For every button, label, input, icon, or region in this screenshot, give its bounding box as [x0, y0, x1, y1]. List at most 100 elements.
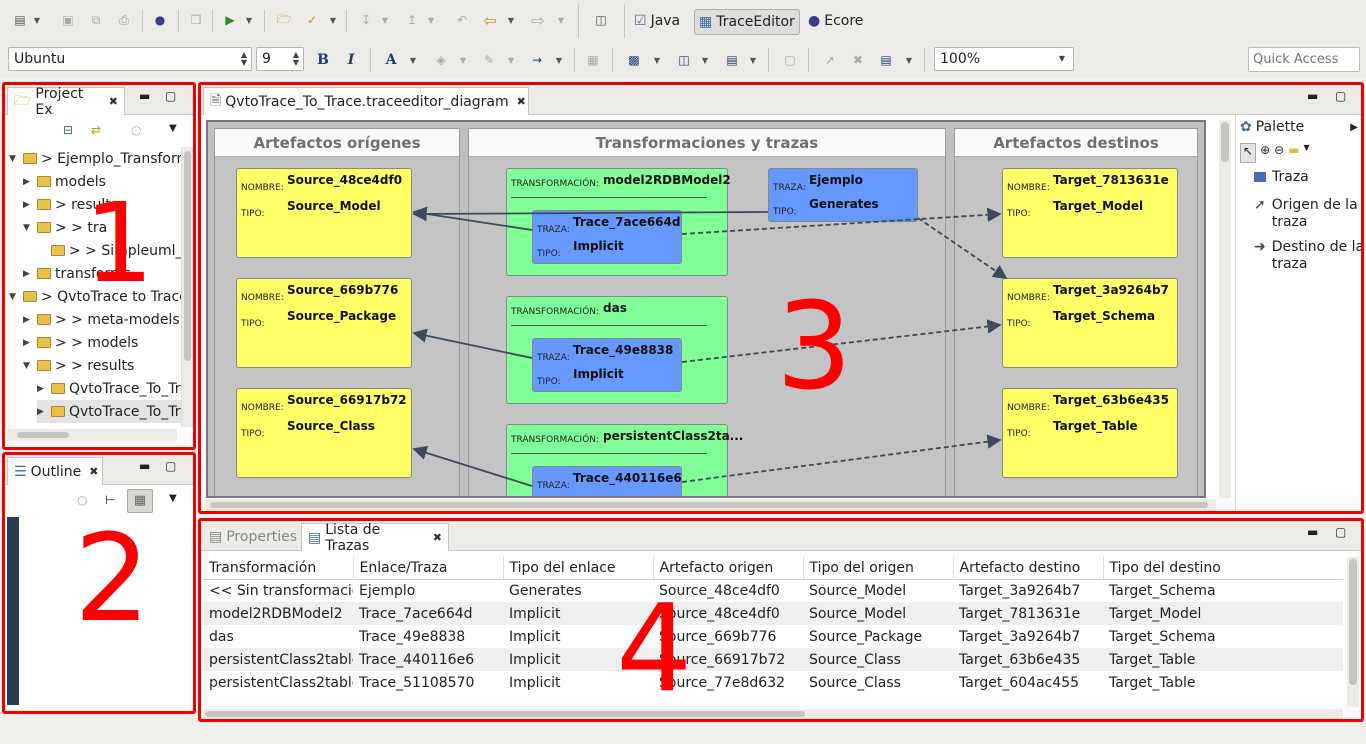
- source-node[interactable]: NOMBRE: Source_66917b72 TIPO: Source_Cla…: [236, 388, 412, 478]
- font-color-button[interactable]: A: [385, 52, 397, 68]
- link-icon[interactable]: ➚: [824, 53, 836, 67]
- filter-icon[interactable]: ○: [131, 123, 142, 137]
- palette-tool-destino[interactable]: ➜ Destino de la traza: [1254, 239, 1365, 272]
- outline-tree-icon[interactable]: ⊢: [105, 493, 116, 507]
- next-annotation-dropdown-icon[interactable]: ▼: [381, 15, 389, 25]
- next-annotation-icon[interactable]: ↧: [360, 13, 372, 27]
- chevron-down-icon[interactable]: ▼: [23, 222, 30, 233]
- tree-item[interactable]: ▶QvtoTrace_To_Tra: [37, 377, 181, 400]
- diagram-canvas[interactable]: Artefactos orígenes Transformaciones y t…: [206, 120, 1206, 498]
- close-icon[interactable]: ✖: [108, 95, 118, 108]
- line-color-dropdown-icon[interactable]: ▼: [507, 55, 515, 65]
- tree-item[interactable]: ▶> > meta-models: [23, 308, 180, 331]
- bold-button[interactable]: B: [317, 52, 329, 68]
- run-icon[interactable]: ▶: [225, 13, 235, 27]
- layout-icon[interactable]: ▤: [880, 53, 892, 67]
- outline-thumbnail[interactable]: [7, 517, 19, 705]
- chevron-down-icon[interactable]: ▼: [9, 153, 16, 164]
- tree-item[interactable]: ▶> > models: [23, 331, 138, 354]
- auto-size-icon[interactable]: ▦: [587, 53, 599, 67]
- delete-link-icon[interactable]: ✖: [852, 53, 864, 67]
- fill-color-icon[interactable]: ◈: [436, 53, 446, 67]
- tree-item[interactable]: ▼> > tra: [23, 216, 107, 239]
- source-node[interactable]: [236, 496, 412, 498]
- font-size-select[interactable]: 9 ▲▼: [256, 47, 304, 71]
- group-icon[interactable]: ▢: [784, 53, 796, 67]
- table-hscrollbar[interactable]: [203, 709, 1343, 719]
- column-header[interactable]: Tipo del destino: [1103, 557, 1343, 580]
- trace-node[interactable]: TRAZA: Trace_7ace664d TIPO: Implicit: [532, 210, 682, 264]
- tab-outline[interactable]: ☰ Outline ✖: [7, 457, 103, 485]
- trace-node[interactable]: TRAZA: Trace_440116e6 TIPO: Implicit: [532, 466, 682, 496]
- chevron-down-icon[interactable]: ▼: [9, 291, 16, 302]
- quick-access-input[interactable]: [1248, 47, 1360, 72]
- chevron-right-icon[interactable]: ▶: [23, 199, 30, 210]
- maximize-icon[interactable]: ▢: [1335, 89, 1347, 103]
- tab-project-explorer[interactable]: 🗁 Project Ex ✖: [7, 86, 125, 118]
- align-icon[interactable]: ▤: [726, 53, 738, 67]
- zoom-select[interactable]: 100% ▼: [934, 47, 1074, 71]
- select-dropdown-icon[interactable]: ▼: [653, 55, 661, 65]
- vertical-scrollbar[interactable]: [181, 147, 193, 427]
- align-dropdown-icon[interactable]: ▼: [749, 55, 757, 65]
- link-with-editor-icon[interactable]: ⇄: [91, 123, 102, 137]
- tab-lista-de-trazas[interactable]: ▤ Lista de Trazas ✖: [301, 522, 449, 554]
- table-vscrollbar[interactable]: [1347, 557, 1359, 707]
- maximize-icon[interactable]: ▢: [1335, 525, 1347, 539]
- perspective-java[interactable]: ☑Java: [634, 13, 681, 29]
- arrange-dropdown-icon[interactable]: ▼: [701, 55, 709, 65]
- chevron-right-icon[interactable]: ▶: [1350, 121, 1358, 133]
- chevron-right-icon[interactable]: ▶: [23, 337, 30, 348]
- select-all-icon[interactable]: ▩: [628, 53, 640, 67]
- layout-dropdown-icon[interactable]: ▼: [905, 55, 913, 65]
- tree-item[interactable]: > > Simpleuml_To: [37, 239, 181, 262]
- target-node[interactable]: NOMBRE: Target_3a9264b7 TIPO: Target_Sch…: [1002, 278, 1178, 368]
- forward-dropdown-icon[interactable]: ▼: [557, 15, 565, 25]
- column-header[interactable]: Transformación: [203, 557, 354, 580]
- last-edit-icon[interactable]: ↶: [456, 13, 468, 27]
- line-color-icon[interactable]: ✎: [483, 53, 495, 67]
- back-dropdown-icon[interactable]: ▼: [507, 15, 515, 25]
- chevron-right-icon[interactable]: ▶: [23, 176, 30, 187]
- chevron-right-icon[interactable]: ▶: [37, 406, 44, 417]
- collapse-all-icon[interactable]: ⊟: [63, 123, 74, 137]
- tree-item[interactable]: ▼> Ejemplo_Transform: [9, 147, 181, 170]
- minimize-icon[interactable]: ▬: [139, 89, 151, 103]
- minimize-icon[interactable]: ▬: [139, 459, 151, 473]
- trace-node[interactable]: TRAZA: Trace_49e8838 TIPO: Implicit: [532, 338, 682, 392]
- table-row[interactable]: << Sin transformaciónEjemploGeneratesSou…: [203, 579, 1343, 602]
- close-icon[interactable]: ✖: [89, 465, 99, 478]
- fill-color-dropdown-icon[interactable]: ▼: [459, 55, 467, 65]
- open-folder-icon[interactable]: 🗁: [276, 11, 292, 26]
- run-dropdown-icon[interactable]: ▼: [245, 15, 253, 25]
- chevron-right-icon[interactable]: ▶: [23, 268, 30, 279]
- target-node[interactable]: [1002, 496, 1178, 498]
- target-node[interactable]: NOMBRE: Target_7813631e TIPO: Target_Mod…: [1002, 168, 1178, 258]
- note-dropdown-icon[interactable]: ▼: [1303, 143, 1310, 152]
- italic-button[interactable]: I: [347, 52, 355, 68]
- column-header[interactable]: Tipo del origen: [803, 557, 954, 580]
- tab-properties[interactable]: ▤ Properties: [209, 529, 297, 545]
- free-trace-node[interactable]: TRAZA: Ejemplo TIPO: Generates: [768, 168, 918, 222]
- tree-item[interactable]: ▶transforms: [23, 262, 131, 285]
- line-style-icon[interactable]: →: [531, 53, 543, 67]
- outline-filter-icon[interactable]: ○: [77, 493, 88, 507]
- arrange-icon[interactable]: ◫: [678, 53, 690, 67]
- prev-annotation-dropdown-icon[interactable]: ▼: [427, 15, 435, 25]
- minimize-icon[interactable]: ▬: [1307, 525, 1319, 539]
- target-node[interactable]: NOMBRE: Target_63b6e435 TIPO: Target_Tab…: [1002, 388, 1178, 478]
- horizontal-scrollbar[interactable]: [7, 429, 177, 441]
- palette-tool-origen[interactable]: ➚ Origen de la traza: [1254, 197, 1358, 230]
- tree-item[interactable]: ▼> QvtoTrace to Trace: [9, 285, 181, 308]
- palette-header[interactable]: ✿ Palette ▶: [1240, 119, 1358, 135]
- new-dropdown-icon[interactable]: ▼: [33, 15, 41, 25]
- zoom-in-icon[interactable]: ⊕: [1260, 143, 1271, 157]
- chevron-right-icon[interactable]: ▶: [37, 383, 44, 394]
- maximize-icon[interactable]: ▢: [165, 89, 177, 103]
- view-menu-icon[interactable]: ▼: [169, 123, 177, 134]
- tab-diagram[interactable]: 🗎 QvtoTrace_To_Trace.traceeditor_diagram…: [203, 87, 529, 115]
